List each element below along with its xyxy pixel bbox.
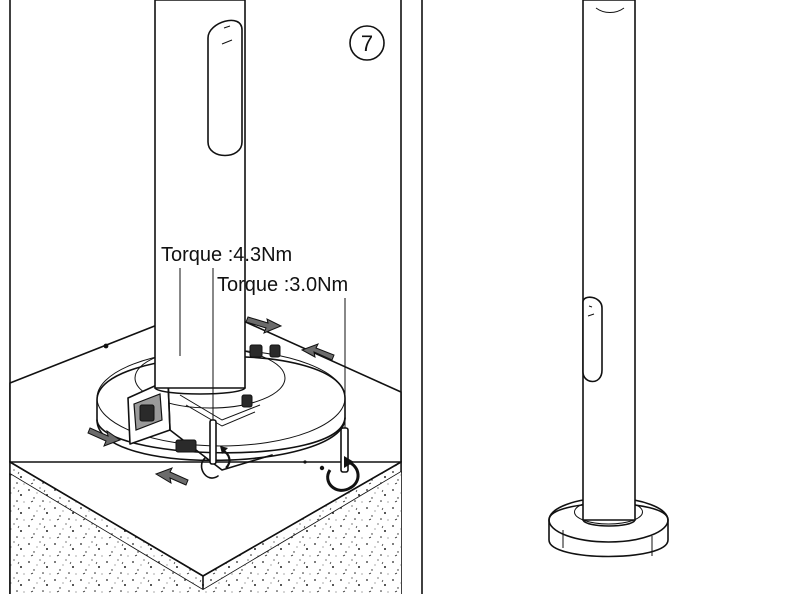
pole xyxy=(154,0,246,395)
sensor-window xyxy=(582,296,603,383)
left-panel: 7 Torque :4.3Nm Torque :3.0Nm xyxy=(9,0,402,595)
sensor-window xyxy=(207,19,243,157)
screw-hole xyxy=(103,343,109,349)
installed-pole xyxy=(548,0,669,558)
arrow-icon xyxy=(300,343,335,361)
step-number: 7 xyxy=(361,31,373,56)
arrow-icon xyxy=(245,316,283,334)
rotate-icon xyxy=(326,456,360,492)
arrow-icon xyxy=(87,427,122,447)
rotate-icon xyxy=(220,446,231,469)
torque-label-lower: Torque :3.0Nm xyxy=(217,274,348,296)
wrench-icon xyxy=(200,419,219,479)
arrow-icon xyxy=(154,467,189,486)
anchor-bolt xyxy=(139,344,281,453)
step-number-badge: 7 xyxy=(349,25,385,61)
right-panel xyxy=(421,0,669,595)
torque-label-upper: Torque :4.3Nm xyxy=(161,244,292,266)
